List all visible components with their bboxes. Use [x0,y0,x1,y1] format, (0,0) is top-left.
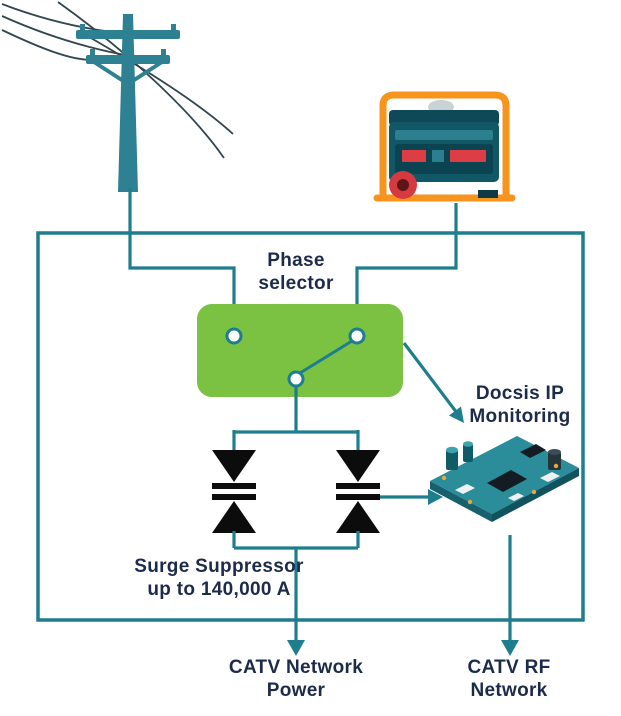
phase-selector-box [197,304,403,397]
arrow-catv-rf [501,640,519,656]
arrow-to-docsis-line [402,342,459,414]
arrow-catv-power [287,640,305,656]
output-join-lines [232,531,360,642]
catv-rf-network-label: CATV RF Network [467,657,551,701]
switch-lever [299,339,353,375]
switch-contact-common [287,370,305,388]
system-boundary-box [36,231,585,622]
phase-selector-label: Phase selector [258,250,334,294]
surge-suppressor-label: Surge Suppressor up to 140,000 A [134,556,304,600]
arrow-to-board [428,489,443,505]
utility-feed-line [128,188,236,331]
suppressor-branch-lines [232,386,360,452]
chip [487,470,527,492]
arrow-to-docsis [449,406,464,423]
switch-contact-utility [225,327,243,345]
docsis-monitoring-label: Docsis IP Monitoring [469,383,571,427]
surge-suppressor-symbol-right [336,450,380,533]
portable-generator-icon [373,91,516,202]
power-line-wires [1,1,234,159]
control-panel-light [402,150,426,162]
generator-feed-line [355,203,458,331]
catv-network-power-label: CATV Network Power [228,657,364,701]
surge-suppressor-symbol-left [212,450,256,533]
phase-selector-switch [197,304,403,397]
capacitor [446,450,458,470]
switch-contact-generator [348,327,366,345]
circuit-board-icon [430,436,579,522]
utility-pole-icon [76,14,180,192]
